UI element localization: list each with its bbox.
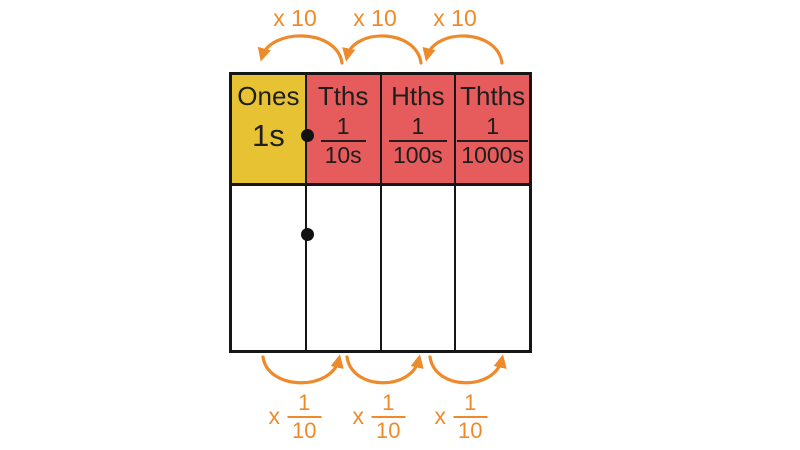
header-value-ones: 1s [252, 118, 285, 154]
place-value-table: Ones 1s Tths 1 10s Hths 1 100s [229, 72, 532, 353]
x-tenth-arrow-3 [428, 354, 507, 385]
fraction-hundredths: 1 100s [388, 113, 447, 168]
x10-label-1: x 10 [273, 5, 317, 31]
x10-label-3: x 10 [433, 5, 477, 31]
fraction-numerator: 1 [298, 390, 311, 415]
column-tenths: Tths 1 10s [306, 75, 382, 350]
fraction-numerator: 1 [411, 113, 425, 140]
fraction-thousandths: 1 1000s [457, 114, 528, 168]
x-one-tenth-label-1: x 1 10 [269, 391, 322, 443]
x-tenth-arrow-1 [261, 354, 344, 385]
column-ones: Ones 1s [232, 75, 307, 350]
body-cell-thousandths [456, 186, 529, 350]
header-cell-hundredths: Hths 1 100s [381, 75, 455, 186]
body-cell-hundredths [381, 186, 455, 350]
decimal-point-icon [301, 129, 314, 142]
x-tenth-arrow-2 [345, 354, 424, 385]
fraction-numerator: 1 [382, 390, 395, 415]
header-title-ones: Ones [237, 81, 300, 111]
x-one-tenth-label-3: x 1 10 [435, 391, 488, 443]
x-one-tenth-label-2: x 1 10 [353, 391, 406, 443]
fraction-denominator: 10 [453, 415, 488, 443]
column-thousandths: Thths 1 1000s [456, 75, 529, 350]
body-cell-tenths [306, 186, 380, 350]
fraction-numerator: 1 [336, 113, 350, 140]
multiply-sign: x [434, 403, 447, 430]
one-tenth-fraction: 1 10 [371, 390, 406, 443]
fraction-denominator: 1000s [457, 140, 528, 168]
fraction-denominator: 10 [287, 415, 322, 443]
fraction-tenths: 1 10s [320, 113, 366, 168]
decimal-point-body-icon [301, 228, 314, 241]
header-title-tenths: Tths [317, 81, 369, 111]
header-cell-ones: Ones 1s [232, 75, 305, 186]
column-hundredths: Hths 1 100s [381, 75, 457, 350]
x10-arrow-1 [257, 34, 344, 65]
header-title-thousandths: Thths [460, 81, 526, 111]
x10-label-2: x 10 [353, 5, 397, 31]
header-cell-tenths: Tths 1 10s [306, 75, 380, 186]
x10-arrow-2 [342, 34, 423, 65]
fraction-numerator: 1 [486, 113, 500, 140]
x10-arrow-3 [422, 34, 504, 65]
one-tenth-fraction: 1 10 [287, 390, 322, 443]
fraction-denominator: 10s [320, 140, 366, 168]
one-tenth-fraction: 1 10 [453, 390, 488, 443]
multiply-sign: x [268, 403, 281, 430]
fraction-denominator: 100s [388, 140, 447, 168]
header-title-hundredths: Hths [391, 81, 445, 111]
header-cell-thousandths: Thths 1 1000s [456, 75, 529, 186]
multiply-sign: x [352, 403, 365, 430]
fraction-numerator: 1 [464, 390, 477, 415]
fraction-denominator: 10 [371, 415, 406, 443]
body-cell-ones [232, 186, 305, 350]
